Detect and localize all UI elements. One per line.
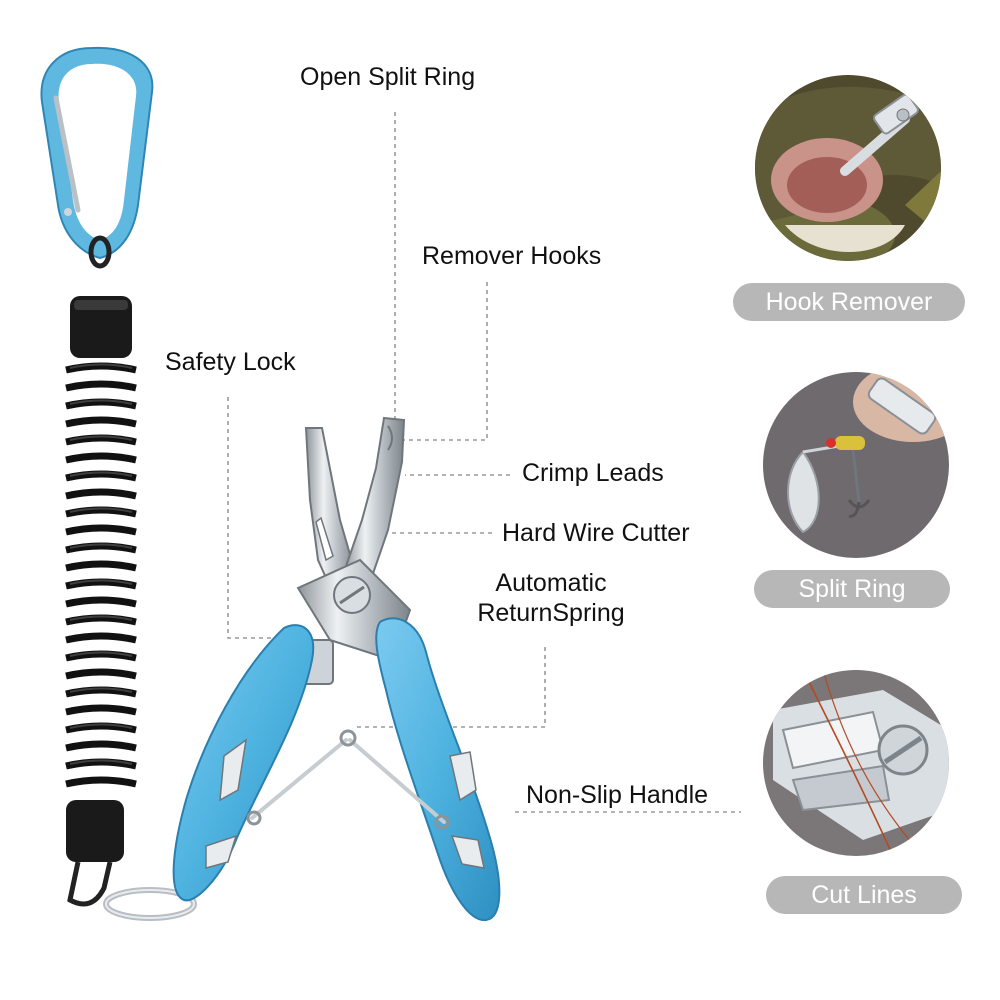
carabiner-icon <box>40 46 154 269</box>
leader-return-spring <box>355 647 546 728</box>
callout-automatic-line1: Automatic <box>495 569 607 597</box>
spinner-lure-split-ring-photo <box>763 372 949 558</box>
fish-mouth-hook-removal-photo <box>755 75 941 261</box>
callout-hard-wire-cutter: Hard Wire Cutter <box>502 519 690 547</box>
callout-safety-lock: Safety Lock <box>165 348 296 376</box>
callout-crimp-leads: Crimp Leads <box>522 459 664 487</box>
callout-remover-hooks: Remover Hooks <box>422 242 602 270</box>
non-slip-handles-icon <box>172 617 501 922</box>
pliers-cutting-line-photo <box>763 670 949 856</box>
use-label-cut-lines: Cut Lines <box>766 876 962 914</box>
leader-safety-lock <box>227 397 292 639</box>
use-label-hook-remover: Hook Remover <box>733 283 965 321</box>
leader-lines <box>227 112 741 813</box>
return-spring-icon <box>246 729 450 830</box>
callout-automatic-line2: ReturnSpring <box>477 599 625 627</box>
callout-automatic-return-spring: Automatic ReturnSpring <box>464 568 638 628</box>
callout-open-split-ring: Open Split Ring <box>300 63 476 91</box>
callout-non-slip-handle: Non-Slip Handle <box>526 781 709 809</box>
use-label-split-ring: Split Ring <box>754 570 950 608</box>
leader-remover-hooks <box>402 282 488 441</box>
coiled-lanyard-icon <box>65 296 137 907</box>
